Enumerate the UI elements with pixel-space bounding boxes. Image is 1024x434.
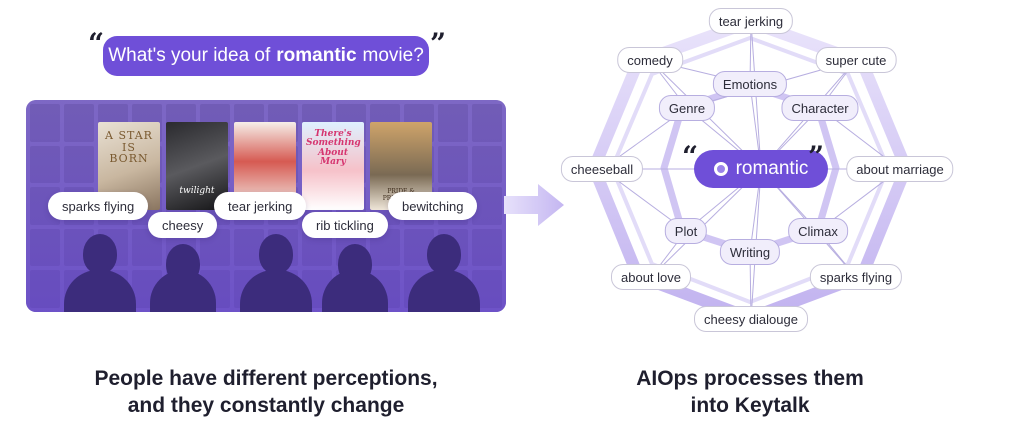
category-node-character: Character [781,95,859,121]
perception-chip: rib tickling [302,212,388,238]
right-caption-line-2: into Keytalk [690,394,810,417]
left-caption-line-2: and they constantly change [127,394,405,417]
person-silhouette [240,234,312,312]
keyword-node-comedy: comedy [617,47,683,73]
right-caption-line-1: AIOps processes them [636,367,864,390]
keyword-node-cheeseball: cheeseball [560,156,644,182]
category-node-genre: Genre [658,95,716,121]
outer-ring-inner [610,36,890,304]
keyword-node-about-love: about love [611,264,691,290]
left-caption: People have different perceptions, and t… [66,365,466,419]
category-node-writing: Writing [719,239,781,265]
perception-chip: tear jerking [214,192,307,220]
keyword-node-sparks-flying: sparks flying [809,264,903,290]
close-quote-mark: ” [808,140,825,173]
center-keyword: romantic [735,158,809,179]
flow-arrow-icon [504,184,564,226]
poster-title: There's Something About Mary [306,129,361,168]
movie-panel: A STAR IS BORN twilight There's Somethin… [26,100,506,312]
movie-poster-something-about-mary: There's Something About Mary [302,122,364,210]
right-caption: AIOps processes them into Keytalk [590,365,910,419]
keyword-node-super-cute: super cute [815,47,897,73]
question-bubble: What's your idea of romantic movie? [103,36,429,76]
question-prefix: What's your idea of [108,45,271,66]
poster-title: twilight [179,185,215,196]
center-keyword-pill: romantic [694,150,828,188]
category-node-plot: Plot [664,218,708,244]
keyword-node-about-marriage: about marriage [846,156,954,182]
perception-chip: sparks flying [48,192,149,220]
person-silhouette [408,234,480,312]
category-node-climax: Climax [788,218,848,244]
target-icon [713,162,728,176]
left-caption-line-1: People have different perceptions, [94,367,438,390]
person-silhouette [150,234,216,312]
poster-title: A STAR IS BORN [105,129,153,166]
perception-chip: cheesy [148,212,218,238]
person-silhouette [322,234,388,312]
perception-chip: bewitching [388,192,478,220]
keyword-node-tear-jerking: tear jerking [708,8,794,34]
close-quote-mark: ” [430,27,447,60]
question-keyword: romantic [276,45,357,66]
person-silhouette [64,234,136,312]
category-node-emotions: Emotions [712,71,788,97]
question-suffix: movie? [362,45,424,66]
keyword-node-cheesy-dialouge: cheesy dialouge [694,306,808,332]
open-quote-mark: “ [88,27,105,60]
